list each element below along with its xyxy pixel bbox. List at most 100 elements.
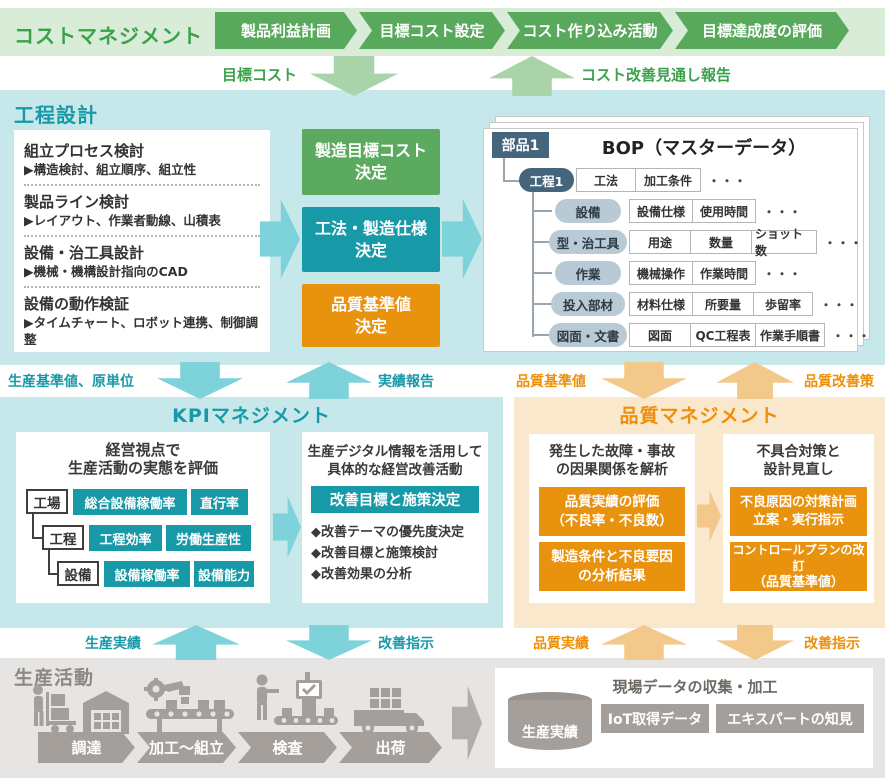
decision-3-line2: 決定 [354,316,387,336]
decision-3-line1: 品質基準値 [330,294,411,314]
ellipsis-dots: ・・・ [763,204,803,219]
data-tag-iot: IoT取得データ [601,704,709,733]
prod-step-label: 加工〜組立 [148,739,224,757]
bop-cell: 加工条件 [635,168,701,192]
bop-cell: ショット数 [751,227,817,258]
cost-step-1-label: 製品利益計画 [240,22,331,40]
bop-row-work: 機械操作 作業時間 ・・・ [629,261,802,285]
kpi-bullet-1: ◆改善テーマの優先度決定 [311,525,464,540]
pd-item-2-detail: ▶レイアウト、作業者動線、山積表 [24,213,221,228]
kpi-level-factory: 工場 [26,489,68,514]
bop-cell: 機械操作 [629,261,693,285]
kpi-management-title: KPIマネジメント [172,405,331,427]
connector-line [532,303,552,305]
kpi-metric: 設備能力 [194,561,254,587]
bop-cell: 歩留率 [753,292,813,316]
pd-item-2: 製品ライン検討 ▶レイアウト、作業者動線、山積表 [24,192,260,229]
production-standard-label: 生産基準値、原単位 [8,374,134,390]
warehouse-icon [83,691,129,734]
pd-item-1-detail: ▶構造検討、組立順序、組立性 [24,162,197,177]
bop-cell: QC工程表 [690,323,756,347]
cost-step-3-label: コスト作り込み活動 [522,22,658,40]
prod-step-assembly: 加工〜組立 [137,732,236,763]
q-item-line: コントロールプランの改訂 [732,542,865,573]
data-tag-expert: エキスパートの知見 [716,704,864,733]
ellipsis-dots: ・・・ [708,173,748,188]
decision-2-line2: 決定 [354,240,387,260]
ellipsis-dots: ・・・ [820,297,860,312]
pd-item-3-detail: ▶機械・機構設計指向のCAD [24,264,188,279]
production-title: 生産活動 [14,667,95,689]
cost-step-3: コスト作り込み活動 [507,12,673,49]
pd-item-2-heading: 製品ライン検討 [24,193,130,211]
q-analysis-title-line1: 発生した故障・事故 [549,444,675,460]
bop-part-label: 部品1 [492,132,549,158]
q-analysis-item-2: 製造条件と不良要因 の分析結果 [539,542,685,591]
field-data-title: 現場データの収集・加工 [612,678,778,696]
bop-node-drawings: 図面・文書 [549,323,627,347]
decision-1-line2: 決定 [354,163,387,182]
kpi-level-process: 工程 [42,525,84,550]
pd-item-3: 設備・治工具設計 ▶機械・機構設計指向のCAD [24,243,260,280]
kpi-improve-title-line2: 具体的な経営改善活動 [327,462,463,478]
bop-cell: 材料仕様 [629,292,693,316]
kpi-metric: 直行率 [191,489,248,515]
bop-node-tooling: 型・治工具 [549,230,627,254]
q-action-title-line2: 設計見直し [763,462,834,478]
quality-results-label: 品質実績 [533,636,589,652]
bop-cell: 作業時間 [692,261,756,285]
down-arrow-icon [601,362,687,399]
connector-line [532,272,552,274]
kpi-level-equipment: 設備 [57,561,99,586]
connector-line [503,158,505,182]
quality-management-title: 品質マネジメント [619,405,780,427]
decision-method-spec: 工法・製造仕様 決定 [302,207,440,272]
dotted-divider [24,235,260,237]
connector-line [532,192,534,337]
q-analysis-item-1: 品質実績の評価 （不良率・不良数） [539,487,685,536]
bop-node-work: 作業 [555,261,621,285]
up-arrow-icon [601,625,687,660]
bop-row-process1: 工法 加工条件 ・・・ [576,168,748,192]
kpi-metric: 設備稼働率 [104,561,190,587]
worker-cart-icon [33,685,76,733]
bop-row-equipment: 設備仕様 使用時間 ・・・ [629,199,803,223]
q-action-item-2: コントロールプランの改訂 （品質基準値） [730,542,867,591]
connector-line [532,241,552,243]
q-item-line: 不良原因の対策計画 [739,494,857,510]
q-item-line: 品質実績の評価 [564,494,660,511]
prod-step-label: 調達 [71,739,102,757]
cost-step-2: 目標コスト設定 [359,12,505,49]
pd-item-3-heading: 設備・治工具設計 [24,244,145,262]
decision-quality-standard: 品質基準値 決定 [302,284,440,347]
dotted-divider [24,184,260,186]
cost-step-1: 製品利益計画 [215,12,357,49]
bop-cell: 作業手順書 [755,323,825,347]
pd-item-4-heading: 設備の動作検証 [24,295,130,313]
quality-standard-label: 品質基準値 [516,374,586,390]
q-item-line: （不良率・不良数） [551,512,673,529]
connector-line [48,550,60,575]
q-item-line: 立案・実行指示 [752,512,844,528]
bop-node-materials: 投入部材 [551,292,625,316]
up-arrow-icon [152,625,240,660]
kpi-metric: 工程効率 [89,525,162,551]
kpi-metric: 総合設備稼働率 [73,489,187,515]
ellipsis-dots: ・・・ [824,235,864,250]
process-design-items-box: 組立プロセス検討 ▶構造検討、組立順序、組立性 製品ライン検討 ▶レイアウト、作… [14,130,270,352]
bop-node-equipment: 設備 [555,199,621,223]
inspection-icon [256,672,338,725]
kpi-improve-box [302,432,488,603]
q-item-line: の分析結果 [578,567,646,584]
pd-item-1-heading: 組立プロセス検討 [24,142,145,160]
bop-title: BOP（マスターデータ） [601,138,807,159]
bop-cell: 所要量 [692,292,754,316]
up-arrow-icon [716,362,794,399]
prod-step-inspection: 検査 [238,732,337,763]
up-arrow-icon [286,362,372,399]
bop-cell: 数量 [690,230,752,254]
down-arrow-icon [716,625,794,660]
pd-item-4-detail: ▶タイムチャート、ロボット連携、制御調整 [24,315,258,347]
cylinder-body [508,700,592,750]
